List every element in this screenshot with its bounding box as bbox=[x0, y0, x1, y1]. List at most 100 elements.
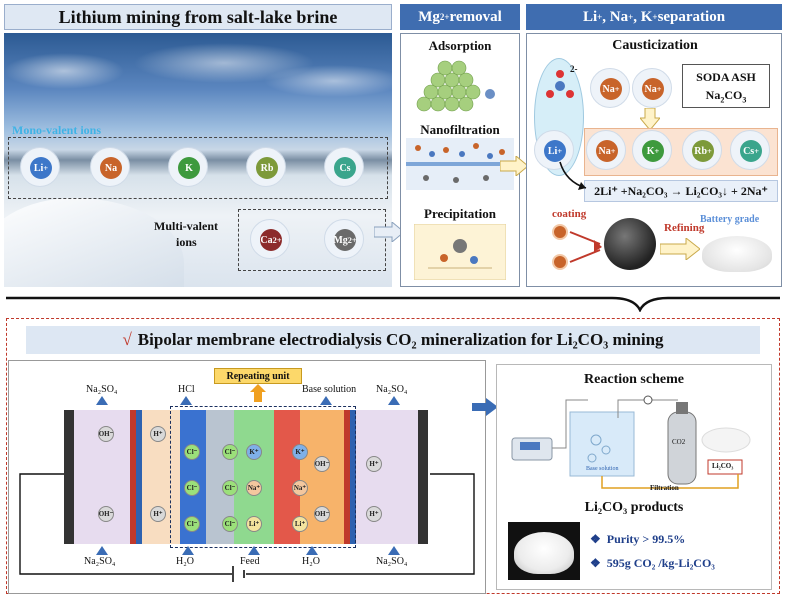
cell-ion-k-1-text: K⁺ bbox=[249, 448, 259, 456]
ion-na: Na bbox=[90, 147, 130, 187]
cell-ion-oh-4: OH⁻ bbox=[314, 506, 330, 522]
multi-valent-label-1: Multi-valent bbox=[154, 219, 218, 233]
salt-mound bbox=[4, 198, 184, 287]
caustic-na-1: Na+ bbox=[590, 68, 630, 108]
caustic-li-sup: + bbox=[557, 146, 563, 156]
cell-ion-oh-4-text: OH⁻ bbox=[314, 510, 330, 518]
soda-ash-formula: Na2CO3 bbox=[683, 86, 769, 109]
sep-li: Li bbox=[582, 8, 598, 25]
clouds bbox=[4, 41, 392, 101]
equation-arrow bbox=[559, 161, 587, 190]
refining-label: Refining bbox=[664, 222, 705, 234]
cell-ion-oh-1: OH⁻ bbox=[98, 426, 114, 442]
cell-ion-h-2: H⁺ bbox=[150, 506, 166, 522]
cell-ion-na-1: Na⁺ bbox=[246, 480, 262, 496]
ion-k-label: K bbox=[185, 162, 193, 174]
caustic-na-2-sup: + bbox=[656, 84, 662, 94]
bullet-icon: ❖ bbox=[590, 556, 601, 570]
nanofiltration-graphic bbox=[406, 138, 514, 190]
bottom-title-bar: √ Bipolar membrane electrodialysis CO₂ m… bbox=[26, 326, 760, 354]
coating-ion-1 bbox=[552, 224, 568, 240]
equation-box: 2Li⁺ +Na₂CO₃ → Li₂CO₃↓ + 2Na⁺ bbox=[584, 180, 778, 202]
soda-sub2: 3 bbox=[742, 95, 747, 105]
step-nanofiltration: Nanofiltration bbox=[420, 122, 500, 137]
cell-ion-cl-4-text: Cl⁻ bbox=[224, 448, 236, 456]
coating-ion-2 bbox=[552, 254, 568, 270]
ion-li-sup: + bbox=[43, 163, 49, 173]
cell-ion-h-3-text: H⁺ bbox=[369, 460, 379, 468]
ion-cs: Cs bbox=[324, 147, 364, 187]
bottom-label-na2so4-left: Na₂SO₄ bbox=[84, 556, 116, 567]
caustic-na-3-label: Na bbox=[598, 145, 611, 157]
scheme-drawing bbox=[511, 395, 751, 489]
mg-text: Mg bbox=[418, 8, 440, 25]
membrane-bpm-2b bbox=[350, 410, 356, 544]
ion-rb: Rb bbox=[246, 147, 286, 187]
arrow-to-scheme bbox=[472, 398, 498, 416]
scheme-filtration: Filtration bbox=[650, 484, 679, 492]
caustic-k-sup: + bbox=[654, 146, 660, 156]
cell-ion-cl-3: Cl⁻ bbox=[184, 516, 200, 532]
circuit-wire bbox=[19, 473, 475, 582]
refining-arrow bbox=[660, 238, 700, 260]
cell-ion-k-2: K⁺ bbox=[292, 444, 308, 460]
step-adsorption: Adsorption bbox=[428, 38, 492, 53]
top-label-na2so4-right: Na₂SO₄ bbox=[376, 384, 408, 395]
sep-li-sup: + bbox=[597, 12, 603, 22]
product-powder bbox=[508, 522, 580, 580]
soda-ash-box: SODA ASH Na2CO3 bbox=[682, 64, 770, 108]
caustic-na-2-label: Na bbox=[644, 83, 657, 95]
battery-powder bbox=[702, 236, 772, 272]
electrode-left bbox=[64, 410, 74, 544]
coating-label: coating bbox=[552, 208, 587, 220]
caustic-k-label: K bbox=[646, 145, 655, 157]
ion-li-label: Li bbox=[33, 162, 44, 174]
caustic-li-label: Li bbox=[547, 145, 558, 157]
ion-mg-label: Mg bbox=[333, 234, 348, 246]
sep-na: , Na bbox=[602, 8, 629, 25]
sep-k-sup: + bbox=[652, 12, 658, 22]
cell-ion-li-2: Li⁺ bbox=[292, 516, 308, 532]
left-banner: Lithium mining from salt-lake brine bbox=[4, 4, 392, 30]
caustic-na-1-label: Na bbox=[602, 83, 615, 95]
caustic-cs-label: Cs bbox=[743, 145, 755, 157]
ion-rb-label: Rb bbox=[260, 162, 274, 174]
products-title: Li₂CO₃ products bbox=[584, 500, 684, 515]
cell-ion-cl-4: Cl⁻ bbox=[222, 444, 238, 460]
top-label-hcl: HCl bbox=[178, 384, 195, 395]
caustic-rb-label: Rb bbox=[694, 145, 708, 157]
product-item-purity: ❖Purity > 99.5% bbox=[590, 532, 685, 547]
membrane-bpm-2a bbox=[344, 410, 350, 544]
cell-ion-cl-3-text: Cl⁻ bbox=[186, 520, 198, 528]
soda-sub1: 2 bbox=[720, 95, 725, 105]
precipitation-graphic bbox=[414, 224, 506, 280]
carbonate-ion-icon bbox=[546, 70, 574, 98]
cell-ion-li-2-text: Li⁺ bbox=[294, 520, 306, 528]
cell-ion-cl-6: Cl⁻ bbox=[222, 516, 238, 532]
ion-mg-sup: 2+ bbox=[347, 235, 357, 245]
caustic-k: K+ bbox=[632, 130, 672, 170]
caustic-rb-sup: + bbox=[707, 146, 712, 156]
soda-down-arrow bbox=[640, 108, 660, 130]
cell-ion-li-1: Li⁺ bbox=[246, 516, 262, 532]
multi-valent-label-2: ions bbox=[176, 235, 197, 249]
arrow-to-mg bbox=[374, 222, 405, 242]
caustic-na-1-sup: + bbox=[614, 84, 620, 94]
caustic-na-2: Na+ bbox=[632, 68, 672, 108]
up-arrow-1 bbox=[96, 396, 108, 405]
feed-arrow-1 bbox=[96, 546, 108, 555]
mono-valent-box bbox=[8, 137, 388, 199]
repeating-unit-text: Repeating unit bbox=[226, 370, 290, 382]
left-banner-text: Lithium mining from salt-lake brine bbox=[58, 6, 338, 27]
bottom-label-feed: Feed bbox=[240, 556, 260, 567]
purity-text: Purity > 99.5% bbox=[606, 532, 686, 546]
cell-ion-na-2: Na⁺ bbox=[292, 480, 308, 496]
bottom-label-na2so4-right: Na₂SO₄ bbox=[376, 556, 408, 567]
up-arrow-4 bbox=[388, 396, 400, 405]
cell-ion-h-1-text: H⁺ bbox=[153, 430, 163, 438]
cell-ion-oh-1-text: OH⁻ bbox=[98, 430, 114, 438]
causticization-title: Causticization bbox=[612, 38, 698, 53]
feed-arrow-4 bbox=[306, 546, 318, 555]
